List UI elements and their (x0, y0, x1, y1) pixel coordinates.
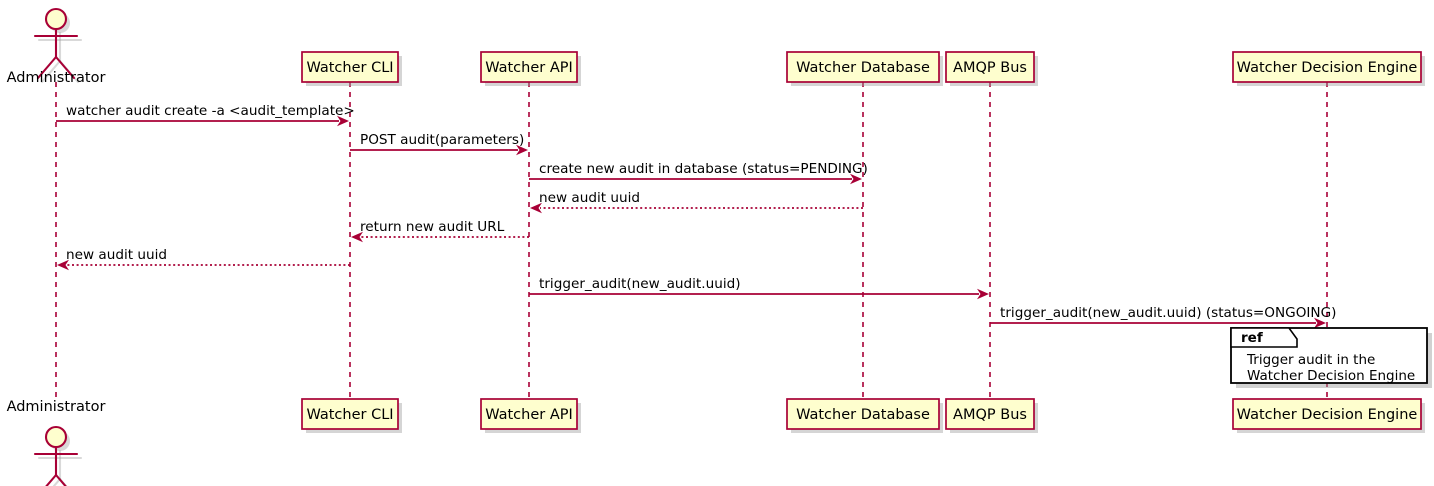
ref-fragment-tab-label: ref (1241, 330, 1263, 346)
message-arrowhead-7 (977, 288, 989, 300)
message-label-7: trigger_audit(new_audit.uuid) (539, 276, 741, 292)
participant-box-watcher-decision-engine[interactable] (1232, 51, 1422, 83)
participant-label-watcher-decision-engine: Watcher Decision Engine (1237, 60, 1418, 76)
message-arrowhead-6 (57, 259, 69, 271)
participant-box-watcher-cli[interactable] (301, 398, 399, 430)
actor-label-administrator: Administrator (7, 399, 106, 415)
actor-label-administrator: Administrator (7, 70, 106, 86)
actor-leg-right-administrator (54, 55, 76, 80)
message-arrowhead-1 (337, 115, 349, 127)
actor-shadow-leg-left-administrator (52, 477, 62, 486)
participant-box-amqp-bus[interactable] (945, 398, 1035, 430)
participant-label-watcher-decision-engine: Watcher Decision Engine (1237, 407, 1418, 423)
message-label-5: return new audit URL (360, 219, 505, 235)
participant-box-watcher-database[interactable] (786, 398, 940, 430)
message-label-3: create new audit in database (status=PEN… (539, 161, 868, 177)
participant-label-watcher-cli: Watcher CLI (306, 60, 393, 76)
participant-box-amqp-bus[interactable] (945, 51, 1035, 83)
message-label-1: watcher audit create -a <audit_template> (66, 103, 355, 119)
participant-box-watcher-api[interactable] (480, 51, 578, 83)
participant-box-watcher-database[interactable] (786, 51, 940, 83)
message-label-8: trigger_audit(new_audit.uuid) (status=ON… (1000, 305, 1336, 321)
participant-label-watcher-api: Watcher API (485, 60, 573, 76)
message-label-4: new audit uuid (539, 190, 640, 206)
message-label-6: new audit uuid (66, 247, 167, 263)
participant-label-watcher-database: Watcher Database (796, 60, 930, 76)
message-arrowhead-3 (850, 173, 862, 185)
participant-label-amqp-bus: AMQP Bus (953, 407, 1027, 423)
message-label-2: POST audit(parameters) (360, 132, 524, 148)
participant-label-watcher-api: Watcher API (485, 407, 573, 423)
message-arrowhead-4 (530, 202, 542, 214)
ref-fragment-line-1: Watcher Decision Engine (1247, 368, 1415, 384)
actor-head-administrator (44, 7, 68, 31)
message-arrowhead-5 (351, 231, 363, 243)
message-arrowhead-2 (516, 144, 528, 156)
actor-leg-left-administrator (36, 55, 58, 80)
actor-head-administrator (44, 425, 68, 449)
actor-leg-left-administrator (45, 473, 58, 486)
participant-box-watcher-api[interactable] (480, 398, 578, 430)
actor-shadow-leg-left-administrator (40, 59, 62, 84)
participant-box-watcher-cli[interactable] (301, 51, 399, 83)
participant-label-amqp-bus: AMQP Bus (953, 60, 1027, 76)
participant-label-watcher-database: Watcher Database (796, 407, 930, 423)
ref-fragment-line-0: Trigger audit in the (1246, 352, 1375, 368)
participant-label-watcher-cli: Watcher CLI (306, 407, 393, 423)
ref-fragment-tab (1230, 327, 1298, 348)
message-arrowhead-8 (1314, 317, 1326, 329)
participant-box-watcher-decision-engine[interactable] (1232, 398, 1422, 430)
